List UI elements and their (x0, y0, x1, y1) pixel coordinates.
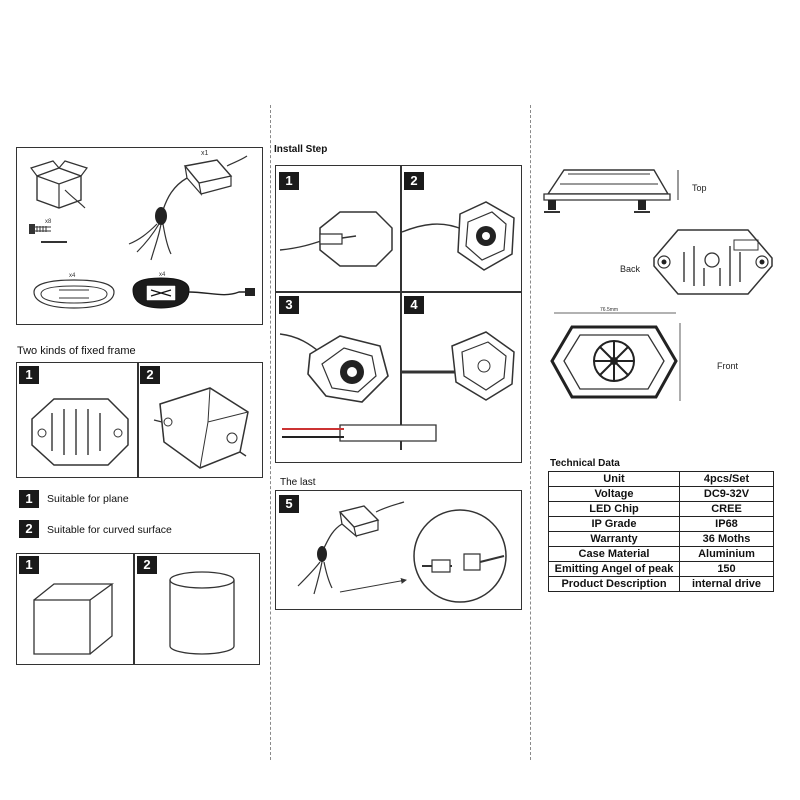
spec-value: 36 Moths (679, 531, 774, 547)
shapes-panel-divider (133, 553, 135, 665)
svg-text:x1: x1 (201, 150, 209, 157)
shape-tag-1: 1 (19, 556, 39, 574)
spec-value: 150 (679, 561, 774, 577)
spec-label: IP Grade (548, 516, 680, 532)
technical-data-title: Technical Data (550, 458, 620, 469)
legend-tag-2: 2 (19, 520, 39, 538)
step-3-illustration (280, 310, 400, 420)
spec-value: IP68 (679, 516, 774, 532)
install-step-1-tag: 1 (279, 172, 299, 190)
install-step-5-tag: 5 (279, 495, 299, 513)
spec-label: Voltage (548, 486, 680, 502)
mounting-frames-illustration: x4 (29, 273, 119, 320)
cube-illustration (30, 578, 120, 658)
column-divider-right (530, 105, 531, 760)
frame-tag-1: 1 (19, 366, 39, 384)
install-step-4-tag: 4 (404, 296, 424, 314)
svg-text:x4: x4 (69, 273, 76, 279)
back-view-label: Back (620, 264, 641, 274)
the-last-title: The last (280, 477, 316, 488)
flat-frame-illustration (24, 385, 134, 475)
front-view-label: Front (717, 361, 739, 371)
spec-label: Unit (548, 471, 680, 487)
connector-zoom-illustration (408, 504, 512, 608)
back-view-drawing (648, 222, 778, 302)
spec-label: Case Material (548, 546, 680, 562)
step-2-illustration (402, 194, 522, 294)
step-5-controller-illustration (280, 500, 407, 600)
frame-tag-2: 2 (140, 366, 160, 384)
shape-tag-2: 2 (137, 556, 157, 574)
top-view-label: Top (692, 183, 707, 193)
step-4-illustration (402, 318, 522, 418)
legend-plane-text: Suitable for plane (47, 493, 129, 505)
spec-label: Emitting Angel of peak (548, 561, 680, 577)
frame-section-title: Two kinds of fixed frame (17, 345, 136, 357)
controller-illustration: x1 (107, 150, 247, 266)
spec-label: Product Description (548, 576, 680, 592)
svg-text:x8: x8 (45, 219, 52, 225)
install-grid-vdivider (400, 165, 402, 450)
step-1-illustration (280, 198, 400, 288)
install-step-title: Install Step (274, 144, 328, 155)
front-view-drawing: 76.5mm (548, 307, 688, 415)
cylinder-illustration (164, 568, 244, 658)
column-divider-left (270, 105, 271, 760)
spec-value: CREE (679, 501, 774, 517)
top-view-drawing (540, 160, 680, 220)
spec-value: DC9-32V (679, 486, 774, 502)
spec-value: Aluminium (679, 546, 774, 562)
spec-label: LED Chip (548, 501, 680, 517)
spec-value: internal drive (679, 576, 774, 592)
screw-illustration: x8 (29, 219, 77, 248)
spec-label: Warranty (548, 531, 680, 547)
legend-curved-text: Suitable for curved surface (47, 524, 172, 536)
box-illustration (29, 158, 89, 213)
legend-tag-1: 1 (19, 490, 39, 508)
install-step-3-tag: 3 (279, 296, 299, 314)
svg-text:x4: x4 (159, 272, 166, 278)
package-contents-panel: x1 x8 x4 x4 (16, 147, 263, 325)
svg-text:76.5mm: 76.5mm (600, 307, 618, 313)
rock-light-illustration: x4 (129, 272, 255, 322)
spec-value: 4pcs/Set (679, 471, 774, 487)
curved-frame-illustration (148, 382, 258, 472)
install-grid-hdivider (275, 291, 522, 293)
frame-panel-divider (137, 362, 139, 478)
wire-strip-illustration (280, 420, 440, 450)
install-step-2-tag: 2 (404, 172, 424, 190)
